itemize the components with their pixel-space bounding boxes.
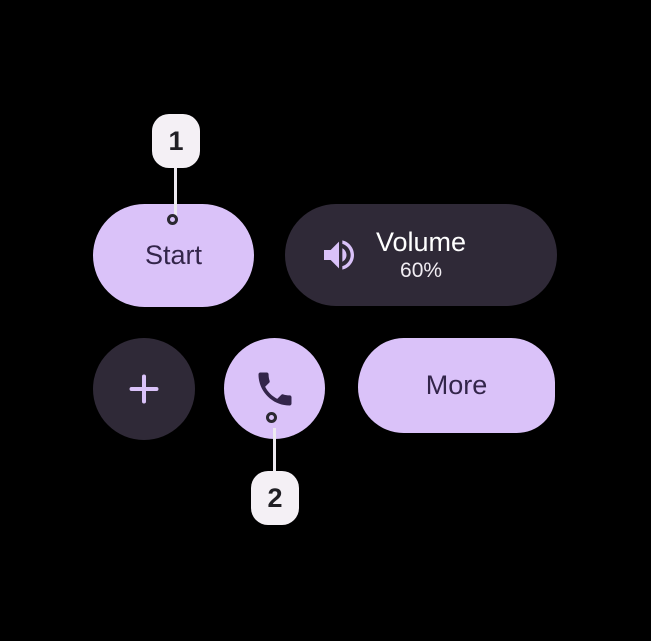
callout-1-marker — [167, 214, 178, 225]
phone-icon — [253, 367, 297, 411]
callout-1-line — [174, 166, 177, 216]
callout-badge-2: 2 — [251, 471, 299, 525]
volume-texts: Volume 60% — [376, 228, 466, 281]
callout-2-line — [273, 428, 276, 473]
volume-button-label: Volume — [376, 227, 467, 258]
call-button[interactable] — [224, 338, 325, 439]
callout-2-marker — [266, 412, 277, 423]
volume-button[interactable]: Volume 60% — [285, 204, 557, 306]
volume-level-value: 60% — [400, 258, 443, 282]
more-button-label: More — [425, 370, 488, 400]
more-button[interactable]: More — [358, 338, 555, 433]
callout-badge-1: 1 — [152, 114, 200, 168]
callout-number: 1 — [168, 125, 184, 156]
plus-icon — [121, 366, 167, 412]
start-button-label: Start — [144, 240, 203, 270]
add-button[interactable] — [93, 338, 195, 440]
callout-number: 2 — [267, 482, 283, 513]
volume-up-icon — [319, 235, 359, 275]
